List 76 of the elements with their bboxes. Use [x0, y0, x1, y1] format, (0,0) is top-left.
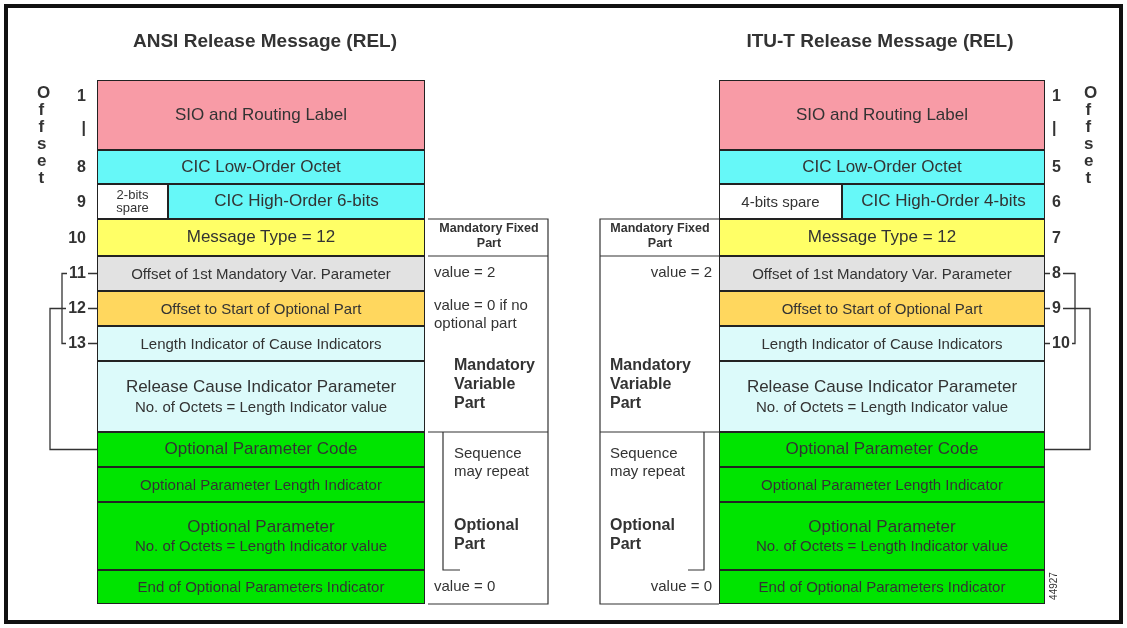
- message-field: [719, 502, 1045, 570]
- vertical-axis-label: Offset: [37, 84, 51, 186]
- message-field: [719, 432, 1045, 467]
- message-field: [719, 467, 1045, 502]
- section-label: Optional Part: [610, 515, 676, 554]
- message-field: [719, 361, 1045, 432]
- value-note: value = 2: [434, 263, 497, 281]
- field-label: Offset of 1st Mandatory Var. Parameter: [752, 264, 1012, 283]
- value-note: value = 2: [649, 263, 712, 281]
- message-field: [97, 150, 425, 184]
- message-field: [719, 150, 1045, 184]
- field-label: 4-bits spare: [741, 192, 820, 211]
- field-label: Optional Parameter Code: [164, 439, 358, 460]
- field-label: Release Cause Indicator Parameter: [746, 377, 1018, 398]
- field-note: No. of Octets = Length Indicator value: [755, 397, 1009, 416]
- message-field: [719, 326, 1045, 361]
- message-field: [719, 256, 1045, 291]
- message-field: [97, 432, 425, 467]
- spare-bits-field: [719, 184, 842, 219]
- section-label: Mandatory Variable Part: [454, 355, 536, 413]
- value-note: value = 0: [434, 577, 497, 595]
- field-label: Optional Parameter: [808, 516, 956, 538]
- message-field: [97, 570, 425, 604]
- field-label: SIO and Routing Label: [175, 104, 347, 126]
- field-label: End of Optional Parameters Indicator: [137, 578, 385, 596]
- message-field: [97, 326, 425, 361]
- field-label: Optional Parameter Code: [785, 439, 979, 460]
- message-field: [97, 502, 425, 570]
- field-label: Length Indicator of Cause Indicators: [140, 334, 382, 353]
- value-note: Sequence may repeat: [610, 444, 687, 480]
- field-label: Offset to Start of Optional Part: [781, 299, 983, 318]
- section-title: ANSI Release Message (REL): [132, 30, 398, 53]
- field-label: Message Type = 12: [807, 227, 957, 248]
- field-label: CIC Low-Order Octet: [802, 156, 962, 178]
- section-label: Optional Part: [454, 515, 520, 554]
- message-field: [719, 219, 1045, 256]
- section-label: Mandatory Variable Part: [610, 355, 692, 413]
- value-note: value = 0 if no optional part: [434, 296, 529, 332]
- field-label: Release Cause Indicator Parameter: [125, 377, 397, 398]
- spare-bits-field: [97, 184, 168, 219]
- field-label: Offset of 1st Mandatory Var. Parameter: [131, 264, 391, 283]
- vertical-axis-label: Offset: [1084, 84, 1098, 186]
- message-field: [97, 467, 425, 502]
- message-field: [168, 184, 425, 219]
- field-label: 2-bits spare: [115, 189, 150, 214]
- message-field: [719, 291, 1045, 326]
- field-label: Message Type = 12: [186, 227, 336, 248]
- field-label: Optional Parameter Length Indicator: [140, 475, 382, 494]
- section-label: Mandatory Fixed Part: [438, 221, 540, 251]
- field-note: No. of Octets = Length Indicator value: [134, 397, 388, 416]
- field-note: No. of Octets = Length Indicator value: [134, 537, 388, 556]
- field-label: CIC High-Order 6-bits: [214, 191, 379, 212]
- field-label: SIO and Routing Label: [796, 104, 968, 126]
- message-field: [97, 219, 425, 256]
- message-field: [719, 80, 1045, 150]
- message-field: [97, 80, 425, 150]
- field-label: Offset to Start of Optional Part: [160, 299, 362, 318]
- section-label: Mandatory Fixed Part: [609, 221, 711, 251]
- message-field: [719, 570, 1045, 604]
- section-title: ITU-T Release Message (REL): [745, 30, 1015, 53]
- message-field: [97, 291, 425, 326]
- field-label: Optional Parameter: [187, 516, 335, 538]
- message-field: [842, 184, 1045, 219]
- field-label: Length Indicator of Cause Indicators: [761, 334, 1003, 353]
- field-note: No. of Octets = Length Indicator value: [755, 537, 1009, 556]
- field-label: CIC Low-Order Octet: [181, 156, 341, 178]
- value-note: Sequence may repeat: [454, 444, 531, 480]
- value-note: value = 0: [649, 577, 712, 595]
- offset-number: |: [79, 118, 88, 138]
- message-field: [97, 256, 425, 291]
- figure-number: 44927: [1047, 572, 1060, 600]
- field-label: End of Optional Parameters Indicator: [758, 578, 1006, 596]
- offset-number: |: [1050, 118, 1059, 138]
- field-label: Optional Parameter Length Indicator: [761, 475, 1003, 494]
- message-field: [97, 361, 425, 432]
- field-label: CIC High-Order 4-bits: [861, 191, 1026, 212]
